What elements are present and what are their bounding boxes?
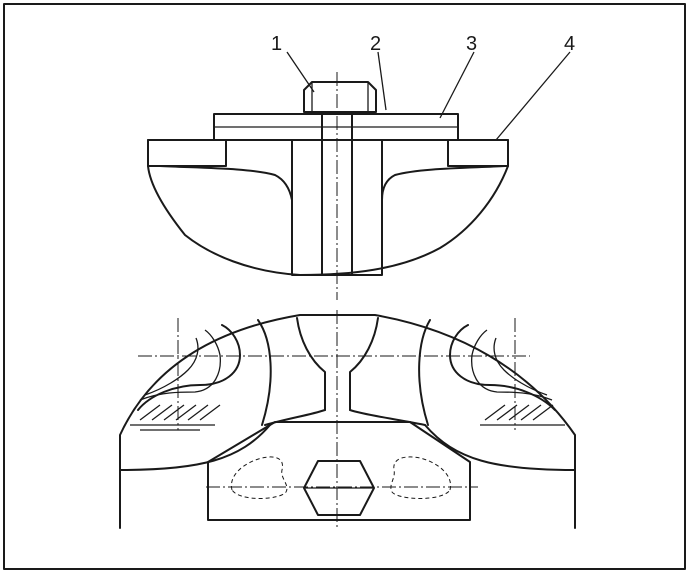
left-ring-inner (144, 337, 199, 396)
port-curve-right (381, 165, 506, 201)
callout-1: 1 (271, 33, 282, 55)
dashed-cavity-right (390, 456, 452, 499)
guide-right-hatch (351, 139, 383, 276)
left-ring-middle (139, 329, 221, 401)
band-right-lower (424, 424, 576, 471)
drawing-border (3, 3, 686, 570)
guide-left-hatch (291, 139, 323, 276)
left-port-wall (257, 319, 272, 426)
flange-left-hatch (147, 139, 227, 167)
right-ring-middle (471, 329, 553, 401)
leader-1 (286, 51, 315, 93)
lower-pocket (207, 421, 471, 521)
central-arch-left (296, 317, 326, 411)
left-hatch-marks (139, 404, 221, 421)
flange-right-hatch (447, 139, 509, 167)
callout-3: 3 (466, 33, 477, 55)
central-arch-right (349, 317, 379, 411)
right-ring-outer (449, 324, 556, 411)
callout-4: 4 (564, 33, 575, 55)
leader-4 (495, 51, 571, 141)
leader-lines (286, 51, 571, 141)
right-port-wall (418, 319, 431, 426)
head-body-outline (147, 139, 509, 276)
leader-3 (439, 51, 475, 119)
dashed-cavity-left (230, 456, 288, 499)
top-section-view (147, 72, 509, 300)
band-left-lower (119, 424, 271, 471)
bottom-plan-view (119, 310, 576, 530)
right-ring-inner (493, 337, 548, 396)
leader-2 (377, 51, 387, 111)
callout-2: 2 (370, 33, 381, 55)
port-curve-left (159, 165, 293, 201)
bolt-head (303, 81, 377, 113)
right-hatch-marks (484, 404, 554, 421)
left-ring-outer (137, 324, 241, 411)
